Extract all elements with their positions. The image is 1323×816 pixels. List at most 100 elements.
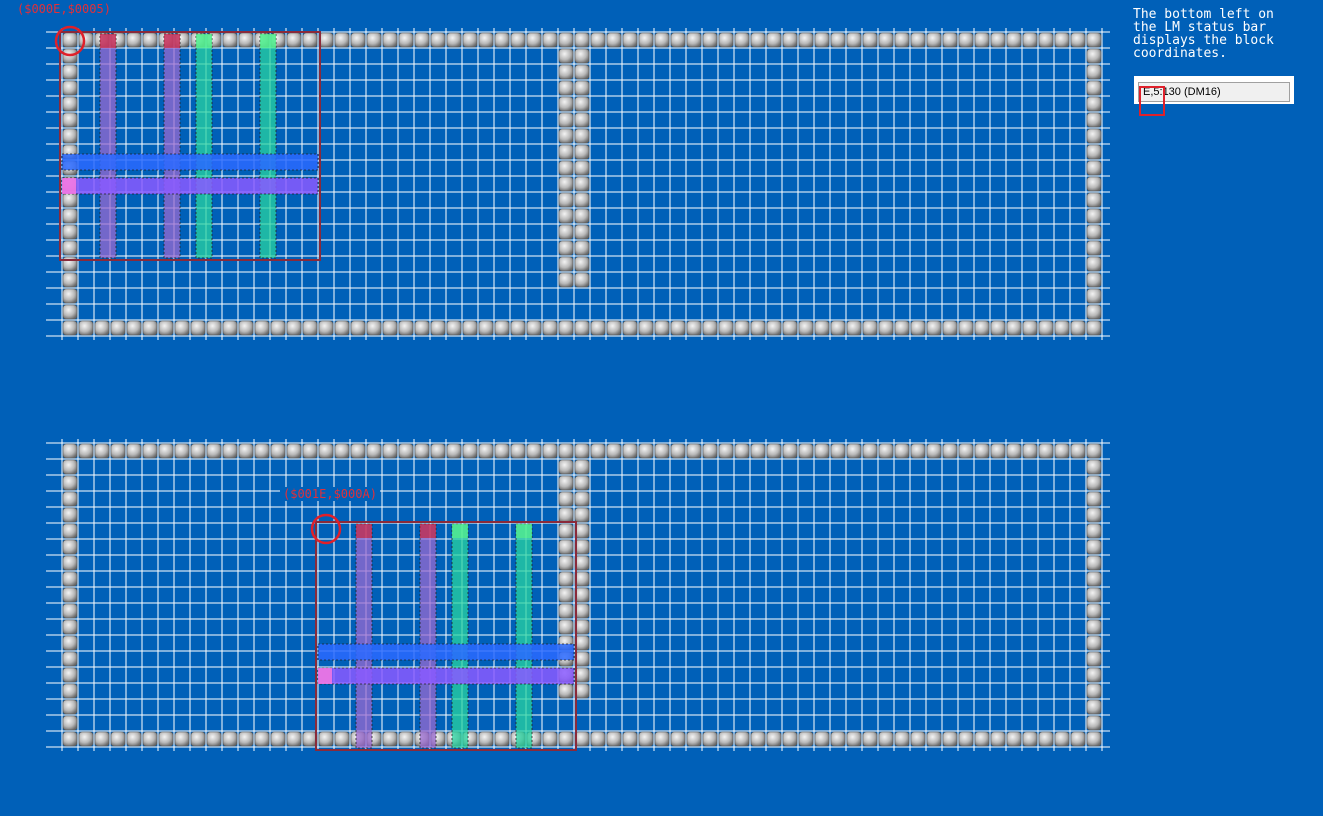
- sprite-column-cap: [164, 34, 180, 48]
- stone-block: [862, 320, 878, 336]
- stone-block: [158, 731, 174, 747]
- stone-block: [958, 731, 974, 747]
- stone-block: [798, 443, 814, 459]
- stone-block: [1070, 32, 1086, 48]
- stone-block: [606, 443, 622, 459]
- stone-block: [894, 32, 910, 48]
- status-bar-field: E,5:130 (DM16): [1138, 82, 1290, 116]
- stone-block: [1022, 32, 1038, 48]
- stone-block: [574, 96, 590, 112]
- stone-block: [734, 320, 750, 336]
- stone-block: [558, 320, 574, 336]
- stone-block: [62, 491, 78, 507]
- status-bar-highlight: [1139, 86, 1165, 116]
- stone-block: [574, 667, 590, 683]
- stone-block: [254, 443, 270, 459]
- sprite-row-end-marker: [318, 668, 332, 684]
- stone-block: [1086, 112, 1102, 128]
- stone-block: [350, 443, 366, 459]
- stone-block: [286, 443, 302, 459]
- stone-block: [574, 523, 590, 539]
- stone-block: [494, 32, 510, 48]
- stone-block: [894, 731, 910, 747]
- stone-block: [574, 224, 590, 240]
- stone-block: [254, 731, 270, 747]
- stone-block: [558, 272, 574, 288]
- stone-block: [558, 128, 574, 144]
- stone-block: [462, 320, 478, 336]
- sprite-column: [451, 523, 469, 749]
- stone-block: [670, 320, 686, 336]
- stone-block: [222, 731, 238, 747]
- stone-block: [1086, 48, 1102, 64]
- stone-block: [142, 443, 158, 459]
- sprite-column: [163, 33, 181, 259]
- stone-block: [318, 32, 334, 48]
- stone-block: [558, 491, 574, 507]
- stone-block: [830, 443, 846, 459]
- stone-block: [558, 80, 574, 96]
- stone-block: [718, 443, 734, 459]
- stone-block: [686, 731, 702, 747]
- stone-block: [1086, 240, 1102, 256]
- stone-block: [878, 731, 894, 747]
- bottom-map-panel: [46, 439, 1110, 751]
- stone-block: [1086, 507, 1102, 523]
- stone-block: [878, 32, 894, 48]
- stone-block: [190, 320, 206, 336]
- stone-block: [222, 320, 238, 336]
- stone-block: [574, 443, 590, 459]
- stone-block: [414, 32, 430, 48]
- stone-block: [750, 32, 766, 48]
- stone-block: [606, 32, 622, 48]
- stone-block: [62, 619, 78, 635]
- stone-block: [142, 32, 158, 48]
- stone-block: [558, 240, 574, 256]
- stone-block: [62, 651, 78, 667]
- stone-block: [62, 32, 78, 48]
- stone-block: [686, 32, 702, 48]
- stone-block: [590, 32, 606, 48]
- stone-block: [782, 320, 798, 336]
- stone-block: [366, 32, 382, 48]
- stone-block: [574, 128, 590, 144]
- stone-block: [766, 731, 782, 747]
- stone-block: [158, 443, 174, 459]
- stone-block: [62, 128, 78, 144]
- stone-block: [302, 320, 318, 336]
- lm-status-bar: E,5:130 (DM16): [1134, 76, 1294, 116]
- stone-block: [702, 320, 718, 336]
- stone-block: [270, 443, 286, 459]
- stone-block: [574, 160, 590, 176]
- stone-block: [62, 80, 78, 96]
- stone-block: [478, 320, 494, 336]
- stone-block: [1086, 571, 1102, 587]
- stone-block: [62, 539, 78, 555]
- stone-block: [62, 731, 78, 747]
- stone-block: [430, 443, 446, 459]
- stone-block: [1086, 96, 1102, 112]
- stone-block: [1086, 256, 1102, 272]
- stone-block: [1070, 731, 1086, 747]
- stone-block: [62, 507, 78, 523]
- sprite-column: [259, 33, 277, 259]
- stone-block: [734, 32, 750, 48]
- stone-block: [558, 96, 574, 112]
- sprite-column-cap: [196, 34, 212, 48]
- stone-block: [590, 731, 606, 747]
- stone-block: [222, 32, 238, 48]
- stone-block: [558, 48, 574, 64]
- stone-block: [318, 731, 334, 747]
- stone-block: [926, 731, 942, 747]
- stone-block: [574, 48, 590, 64]
- stone-block: [334, 731, 350, 747]
- stone-block: [814, 320, 830, 336]
- stone-block: [414, 320, 430, 336]
- stone-block: [494, 443, 510, 459]
- stone-block: [414, 443, 430, 459]
- stone-block: [1086, 160, 1102, 176]
- stone-block: [430, 320, 446, 336]
- stone-block: [814, 32, 830, 48]
- stone-block: [558, 176, 574, 192]
